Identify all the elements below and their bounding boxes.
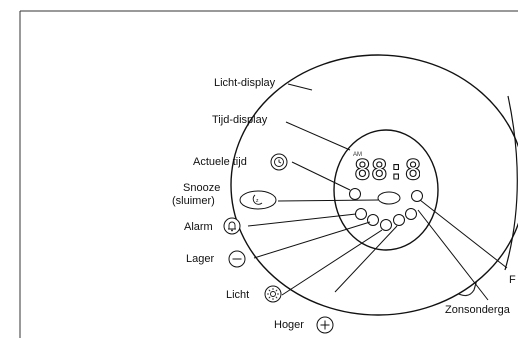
minus-icon [228,250,246,268]
lamp-inner-face [333,129,439,251]
label-zonsondergang: Zonsonderga [445,304,510,316]
clock-icon [270,153,288,171]
plus-icon [316,316,334,334]
am-indicator: AM [353,152,362,158]
face-button-light [380,219,392,231]
face-button-plus [393,214,405,226]
snooze-icon: z [239,190,277,210]
face-button-snooze [377,191,401,205]
label-actuele-tijd: Actuele tijd [193,156,247,168]
face-button-fm [411,190,423,202]
svg-text:z: z [256,198,259,204]
time-digits: 88:88 [354,153,420,183]
bell-icon [223,217,241,235]
label-lager: Lager [186,253,215,265]
label-f: F [509,274,516,286]
lamp-side-edge [504,95,518,271]
face-button-minus [367,214,379,226]
label-hoger: Hoger [274,319,304,331]
wake-up-light [230,54,518,316]
label-licht-display: Licht-display [214,77,276,89]
face-button-clock [349,188,361,200]
face-button-alarm [355,208,367,220]
label-sluimer: (sluimer) [172,195,215,207]
time-display: AM 88:88 [353,152,420,183]
label-licht: Licht [226,289,250,301]
sun-icon [264,285,282,303]
label-alarm: Alarm [184,221,213,233]
label-snooze: Snooze [183,182,221,194]
leader-lines [247,83,508,301]
face-button-sunset [405,208,417,220]
label-tijd-display: Tijd-display [212,114,268,126]
